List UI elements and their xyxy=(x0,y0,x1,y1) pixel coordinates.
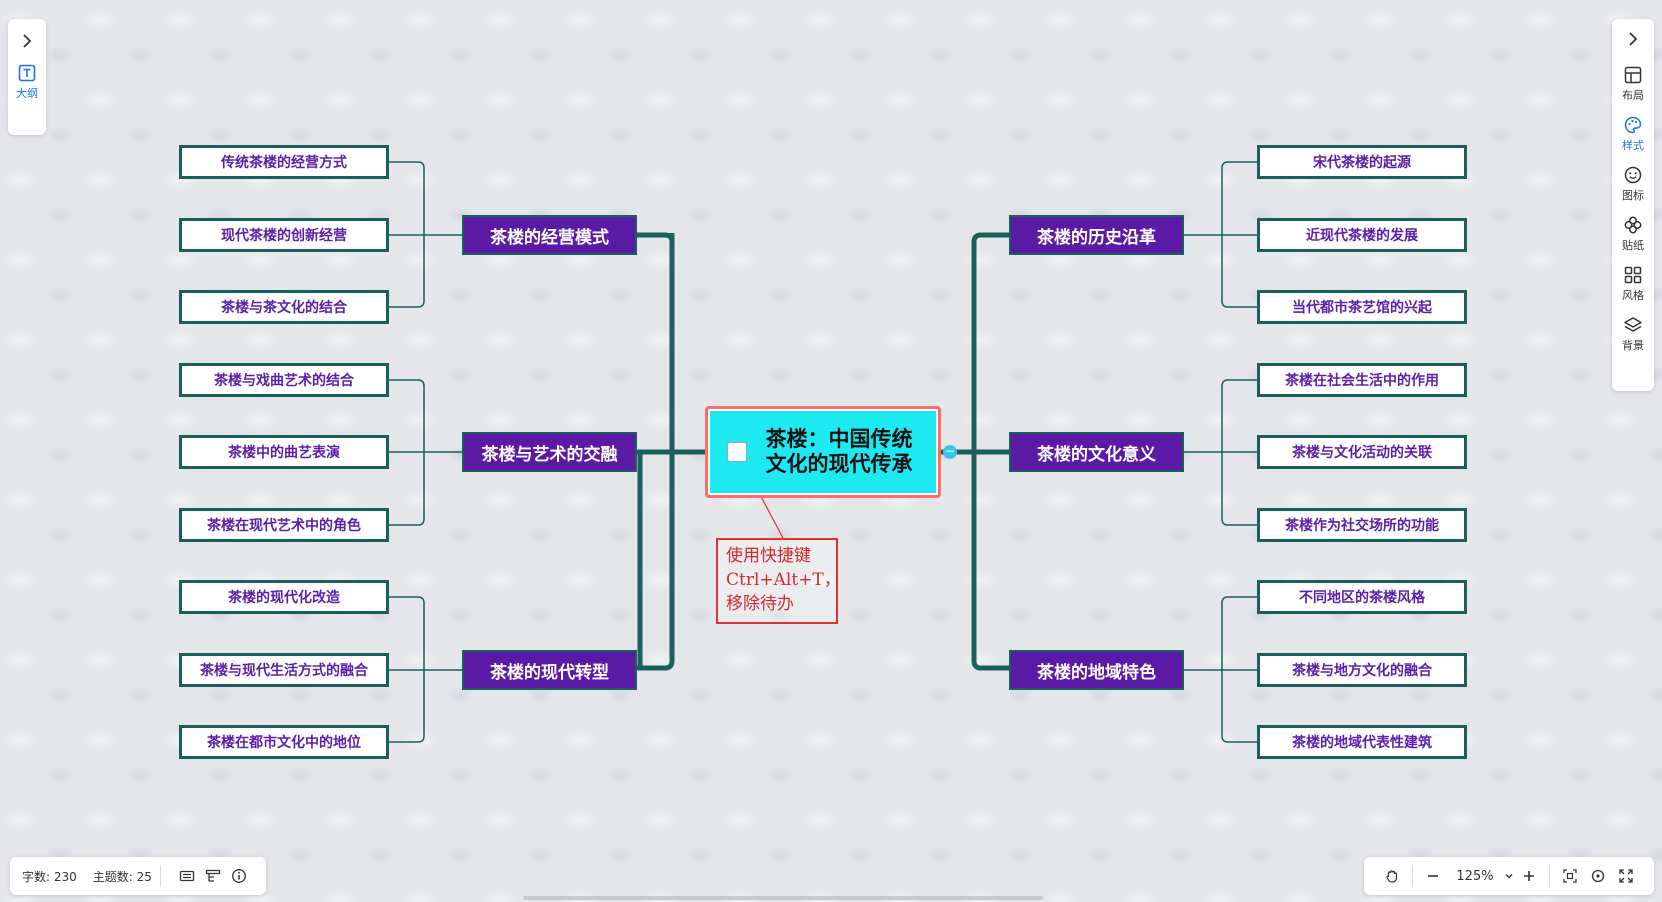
outline-label: 大纲 xyxy=(16,87,38,100)
hint-note[interactable]: 使用快捷键 Ctrl+Alt+T， 移除待办 xyxy=(716,538,838,624)
root-topic[interactable]: 茶楼：中国传统 文化的现代传承 xyxy=(705,406,941,498)
layout-icon xyxy=(1624,66,1642,84)
outline-view-button[interactable] xyxy=(205,868,221,884)
style-tool-button[interactable]: 样式 xyxy=(1612,109,1654,159)
minimap-button[interactable] xyxy=(179,868,195,884)
chevron-down-icon xyxy=(1505,874,1513,879)
subtopic[interactable]: 近现代茶楼的发展 xyxy=(1257,218,1467,252)
connector-line xyxy=(971,232,1009,671)
topic-count: 主题数: 25 xyxy=(92,869,152,884)
fit-view-button[interactable] xyxy=(1556,868,1584,884)
horizontal-scrollbar[interactable] xyxy=(523,896,1043,900)
zoom-in-button[interactable] xyxy=(1515,869,1543,883)
status-bar: 字数: 230 主题数: 25 xyxy=(10,857,266,895)
subtopic[interactable]: 茶楼与茶文化的结合 xyxy=(179,290,389,324)
root-topic-line-2: 文化的现代传承 xyxy=(765,452,913,476)
divider xyxy=(1412,865,1413,887)
subtopic[interactable]: 茶楼与地方文化的融合 xyxy=(1257,653,1467,687)
text-icon xyxy=(18,64,36,82)
tool-label: 背景 xyxy=(1622,339,1644,352)
outline-button[interactable]: 大纲 xyxy=(8,63,46,101)
info-icon xyxy=(231,869,246,883)
chevron-right-icon xyxy=(23,34,32,48)
subtopic[interactable]: 茶楼的地域代表性建筑 xyxy=(1257,725,1467,759)
hand-icon xyxy=(1386,870,1398,883)
subtopic[interactable]: 茶楼与戏曲艺术的结合 xyxy=(179,363,389,397)
tool-label: 图标 xyxy=(1622,189,1644,202)
grid-icon xyxy=(1624,266,1642,284)
fullscreen-icon xyxy=(1619,869,1633,883)
zoom-dropdown-button[interactable] xyxy=(1503,871,1515,881)
expand-left-panel-button[interactable] xyxy=(8,21,46,61)
subtopic[interactable]: 茶楼在社会生活中的作用 xyxy=(1257,363,1467,397)
layout-tool-button[interactable]: 布局 xyxy=(1612,59,1654,109)
minus-icon xyxy=(1428,875,1438,877)
connector-line xyxy=(389,161,425,308)
connector-line xyxy=(1221,161,1257,308)
branch-topic[interactable]: 茶楼的现代转型 xyxy=(462,650,637,690)
structure-icon xyxy=(205,869,221,882)
zoom-out-button[interactable] xyxy=(1419,869,1447,883)
pan-hand-button[interactable] xyxy=(1378,868,1406,884)
zoom-toolbar: 125% xyxy=(1364,857,1654,895)
left-sidebar: 大纲 xyxy=(8,19,46,135)
chevron-right-icon xyxy=(1629,32,1638,46)
branch-topic[interactable]: 茶楼的地域特色 xyxy=(1009,650,1184,690)
subtopic[interactable]: 茶楼中的曲艺表演 xyxy=(179,435,389,469)
layers-icon xyxy=(1624,317,1642,332)
tool-label: 布局 xyxy=(1622,89,1644,102)
divider xyxy=(1549,865,1550,887)
branch-topic[interactable]: 茶楼的经营模式 xyxy=(462,215,637,255)
fit-screen-icon xyxy=(1563,869,1577,883)
icon-tool-button[interactable]: 图标 xyxy=(1612,159,1654,209)
sticker-icon xyxy=(1624,216,1642,234)
connector-line xyxy=(389,379,425,526)
subtopic[interactable]: 不同地区的茶楼风格 xyxy=(1257,580,1467,614)
subtopic[interactable]: 现代茶楼的创新经营 xyxy=(179,218,389,252)
fullscreen-button[interactable] xyxy=(1612,868,1640,884)
word-count: 字数: 230 xyxy=(22,869,77,884)
branch-topic[interactable]: 茶楼的文化意义 xyxy=(1009,432,1184,472)
hint-note-line: 使用快捷键 xyxy=(726,546,811,566)
hint-note-line: Ctrl+Alt+T， xyxy=(726,570,838,590)
background-tool-button[interactable]: 背景 xyxy=(1612,309,1654,359)
plus-icon xyxy=(1524,871,1534,881)
subtopic[interactable]: 茶楼在现代艺术中的角色 xyxy=(179,508,389,542)
palette-icon xyxy=(1624,116,1642,134)
subtopic[interactable]: 茶楼与文化活动的关联 xyxy=(1257,435,1467,469)
tool-label: 风格 xyxy=(1622,289,1644,302)
branch-topic[interactable]: 茶楼的历史沿革 xyxy=(1009,215,1184,255)
connector-line xyxy=(389,596,425,743)
collapse-toggle-button[interactable]: − xyxy=(943,444,957,459)
subtopic[interactable]: 传统茶楼的经营方式 xyxy=(179,145,389,179)
right-sidebar: 布局 样式 图标 贴纸 风格 背景 xyxy=(1612,19,1654,391)
subtopic[interactable]: 茶楼与现代生活方式的融合 xyxy=(179,653,389,687)
root-topic-line-1: 茶楼：中国传统 xyxy=(765,427,913,451)
subtopic[interactable]: 茶楼的现代化改造 xyxy=(179,580,389,614)
tool-label: 贴纸 xyxy=(1622,239,1644,252)
locate-root-button[interactable] xyxy=(1584,868,1612,884)
connector-line xyxy=(1221,596,1257,743)
hint-note-line: 移除待办 xyxy=(726,594,794,614)
sticker-tool-button[interactable]: 贴纸 xyxy=(1612,209,1654,259)
subtopic[interactable]: 宋代茶楼的起源 xyxy=(1257,145,1467,179)
subtopic[interactable]: 茶楼作为社交场所的功能 xyxy=(1257,508,1467,542)
smile-icon xyxy=(1624,166,1642,184)
subtopic[interactable]: 茶楼在都市文化中的地位 xyxy=(179,725,389,759)
target-icon xyxy=(1591,869,1605,883)
divider xyxy=(159,865,161,887)
keyboard-icon xyxy=(179,870,195,882)
info-button[interactable] xyxy=(231,868,247,884)
zoom-level[interactable]: 125% xyxy=(1456,868,1494,884)
todo-checkbox[interactable] xyxy=(727,442,747,462)
expand-right-panel-button[interactable] xyxy=(1612,19,1654,59)
subtopic[interactable]: 当代都市茶艺馆的兴起 xyxy=(1257,290,1467,324)
branch-topic[interactable]: 茶楼与艺术的交融 xyxy=(462,432,637,472)
connector-line xyxy=(1221,379,1257,526)
tool-label: 样式 xyxy=(1622,139,1644,152)
theme-tool-button[interactable]: 风格 xyxy=(1612,259,1654,309)
